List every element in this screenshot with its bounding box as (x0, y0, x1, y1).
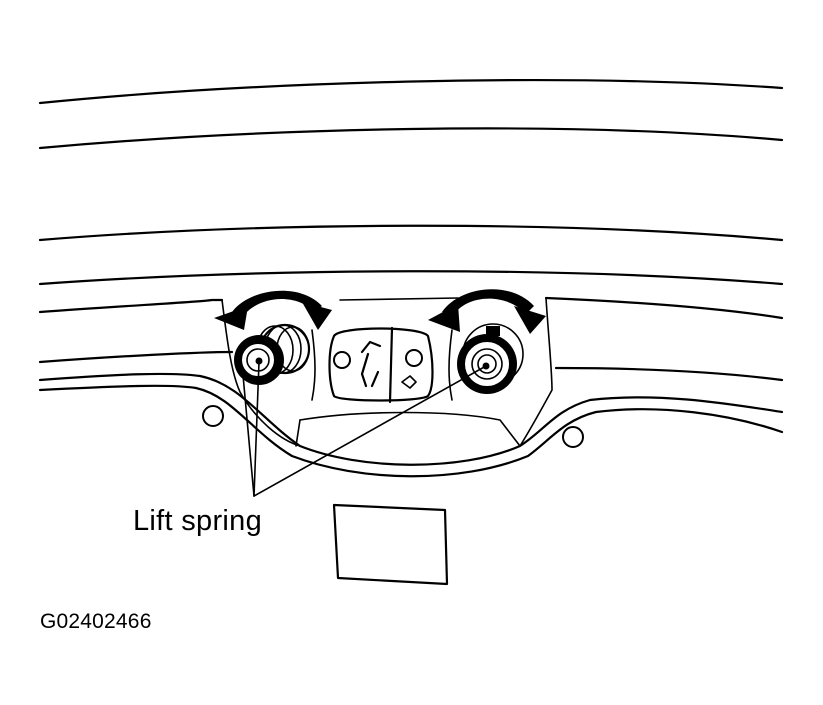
lower-panel-outline (38, 297, 784, 478)
right-rotation-arrow-icon (428, 289, 546, 334)
callout-leader-lines (242, 361, 487, 497)
lift-spring-label: Lift spring (133, 505, 263, 537)
figure-id-label: G02402466 (40, 610, 152, 633)
left-locating-hole (202, 405, 224, 427)
panel-contour-lines (38, 79, 784, 382)
left-lift-spring (234, 323, 311, 385)
lower-rectangular-plate (332, 503, 449, 586)
left-rotation-arrow-icon (214, 290, 332, 330)
right-locating-hole (562, 426, 584, 448)
striker-plate (328, 326, 434, 404)
right-lift-spring (457, 323, 524, 394)
